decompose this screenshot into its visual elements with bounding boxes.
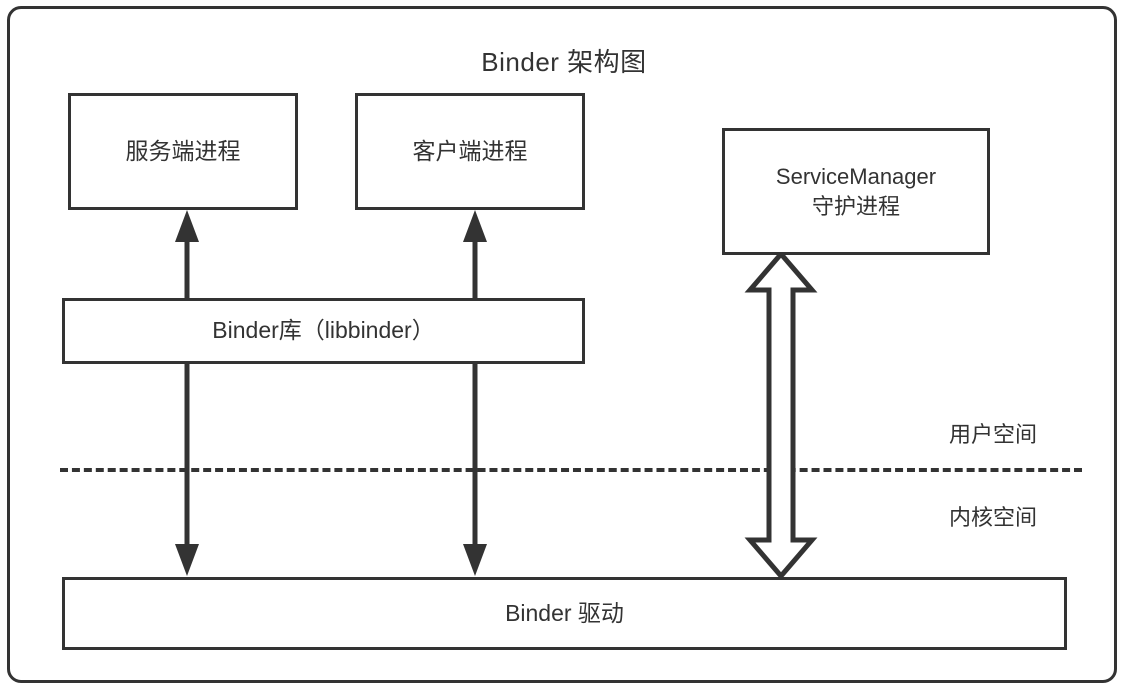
- node-service-manager-label-line2: 守护进程: [811, 193, 900, 219]
- arrow-library-to-client-process: [463, 210, 487, 300]
- arrow-library-to-server-process: [175, 210, 199, 300]
- diagram-title: Binder 架构图: [481, 47, 647, 77]
- arrow-service-manager-to-driver: [744, 250, 818, 580]
- diagram-outer-frame: [7, 6, 1117, 683]
- arrow-library-to-driver-right: [463, 360, 487, 576]
- node-service-manager-text: ServiceManager 守护进程: [776, 162, 936, 221]
- node-server-process[interactable]: 服务端进程: [68, 93, 298, 210]
- node-client-process-label: 客户端进程: [412, 137, 528, 164]
- arrow-library-to-driver-left: [175, 360, 199, 576]
- node-binder-library[interactable]: Binder库（libbinder）: [62, 298, 585, 364]
- node-service-manager-label-line1: ServiceManager: [775, 163, 937, 189]
- node-binder-driver-label: Binder 驱动: [505, 599, 624, 626]
- node-client-process[interactable]: 客户端进程: [355, 93, 585, 210]
- node-server-process-label: 服务端进程: [125, 137, 241, 164]
- node-binder-library-label: Binder库（libbinder）: [212, 317, 435, 344]
- label-kernel-space: 内核空间: [949, 505, 1038, 530]
- user-kernel-separator: [60, 468, 1082, 472]
- node-binder-driver[interactable]: Binder 驱动: [62, 577, 1067, 650]
- node-service-manager[interactable]: ServiceManager 守护进程: [722, 128, 990, 255]
- label-user-space: 用户空间: [949, 422, 1038, 447]
